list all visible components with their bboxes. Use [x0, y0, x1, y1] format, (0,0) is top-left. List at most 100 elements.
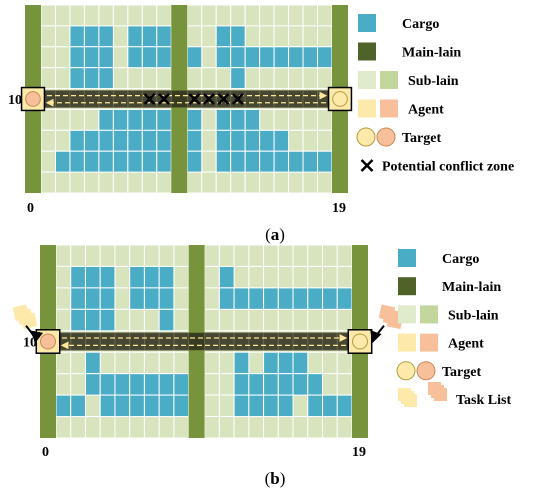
sub-lain-cell: [233, 265, 250, 289]
cargo-cell: [98, 25, 114, 48]
sub-lain-cell: [40, 46, 56, 69]
sub-lain-cell: [201, 4, 217, 27]
sub-lain-cell: [263, 308, 279, 332]
cargo-cell: [215, 25, 232, 48]
sub-lain-cell: [40, 129, 56, 152]
cargo-cell: [156, 150, 172, 173]
sub-lain-cell: [248, 416, 265, 439]
cargo-cell: [99, 287, 116, 310]
cargo-cell: [158, 308, 175, 332]
cargo-cell: [277, 287, 294, 310]
cargo-cell: [98, 67, 114, 90]
sub-lain-cell: [288, 67, 304, 90]
sub-lain-cell: [69, 108, 85, 131]
sub-lain-cell: [204, 394, 220, 418]
cargo-cell: [69, 25, 85, 48]
sub-lain-cell: [248, 351, 265, 375]
sub-lain-cell: [302, 25, 319, 48]
legend-a: CargoMain-lainSub-lainAgentTargetPotenti…: [356, 14, 514, 175]
cargo-cell: [230, 150, 246, 173]
sub-lain-cell: [141, 67, 158, 90]
sub-lain-cell: [263, 416, 279, 439]
cargo-cell: [112, 150, 129, 173]
legend-cargo-label: Cargo: [402, 17, 439, 32]
sub-lain-cell: [218, 373, 235, 396]
sub-lain-cell: [55, 373, 72, 396]
cargo-cell: [273, 129, 290, 152]
sub-lain-cell: [218, 308, 235, 332]
sub-lain-cell: [317, 108, 333, 131]
cargo-cell: [98, 108, 114, 131]
cargo-cell: [84, 308, 101, 332]
legend-main-lain-swatch: [358, 42, 376, 61]
sub-lain-cell: [244, 4, 261, 27]
sub-lain-cell: [143, 308, 160, 332]
sub-lain-cell: [259, 25, 275, 48]
sub-lain-cell: [129, 308, 145, 332]
sub-lain-cell: [84, 416, 101, 439]
cargo-cell: [230, 129, 246, 152]
cargo-cell: [233, 351, 250, 375]
cargo-cell: [233, 287, 250, 310]
cargo-cell: [69, 67, 85, 90]
cargo-cell: [98, 129, 114, 152]
cargo-cell: [173, 373, 190, 396]
cargo-cell: [273, 150, 290, 173]
legend-target-label: Target: [442, 365, 481, 380]
sub-lain-cell: [233, 244, 250, 267]
sub-lain-cell: [186, 25, 203, 48]
sub-lain-cell: [263, 265, 279, 289]
sub-lain-cell: [55, 351, 72, 375]
cargo-cell: [141, 150, 158, 173]
legend-cargo-swatch: [358, 14, 376, 32]
sub-lain-cell: [114, 265, 131, 289]
sub-lain-cell: [173, 416, 190, 439]
sub-lain-cell: [244, 67, 261, 90]
sub-lain-cell: [156, 4, 172, 27]
cargo-cell: [112, 108, 129, 131]
sub-lain-cell: [322, 373, 338, 396]
cargo-cell: [259, 150, 275, 173]
sub-lain-cell: [186, 67, 203, 90]
cargo-cell: [127, 25, 143, 48]
sub-lain-cell: [143, 351, 160, 375]
cargo-cell: [215, 150, 232, 173]
sub-lain-cell: [302, 4, 319, 27]
sub-lain-cell: [218, 416, 235, 439]
corridor-row: [25, 90, 348, 108]
cargo-cell: [186, 108, 203, 131]
sub-lain-cell: [218, 244, 235, 267]
sub-lain-cell: [288, 129, 304, 152]
legend-agent-label: Agent: [448, 337, 484, 352]
legend-sub-lain-label: Sub-lain: [408, 74, 459, 89]
sub-lain-cell: [112, 46, 129, 69]
panel-caption: (a): [265, 225, 285, 244]
legend-target-label: Target: [402, 131, 441, 146]
sub-lain-cell: [40, 108, 56, 131]
sub-lain-cell: [40, 4, 56, 27]
sub-lain-cell: [99, 351, 116, 375]
sub-lain-cell: [186, 4, 203, 27]
sub-lain-cell: [288, 4, 304, 27]
sub-lain-cell: [69, 4, 85, 27]
sub-lain-cell: [70, 416, 86, 439]
sub-lain-cell: [84, 394, 101, 418]
caption-close: ): [279, 225, 285, 244]
sub-lain-cell: [233, 416, 250, 439]
sub-lain-cell: [292, 394, 309, 418]
sub-lain-cell: [143, 244, 160, 267]
sub-lain-cell: [204, 416, 220, 439]
cargo-cell: [83, 129, 100, 152]
sub-lain-cell: [186, 171, 203, 194]
sub-lain-cell: [263, 244, 279, 267]
sub-lain-cell: [317, 4, 333, 27]
cargo-cell: [248, 287, 265, 310]
cargo-cell: [127, 150, 143, 173]
sub-lain-cell: [273, 108, 290, 131]
cargo-cell: [70, 394, 86, 418]
row-label-10: 10: [23, 336, 37, 351]
start-target: [25, 91, 41, 107]
cargo-cell: [114, 373, 131, 396]
